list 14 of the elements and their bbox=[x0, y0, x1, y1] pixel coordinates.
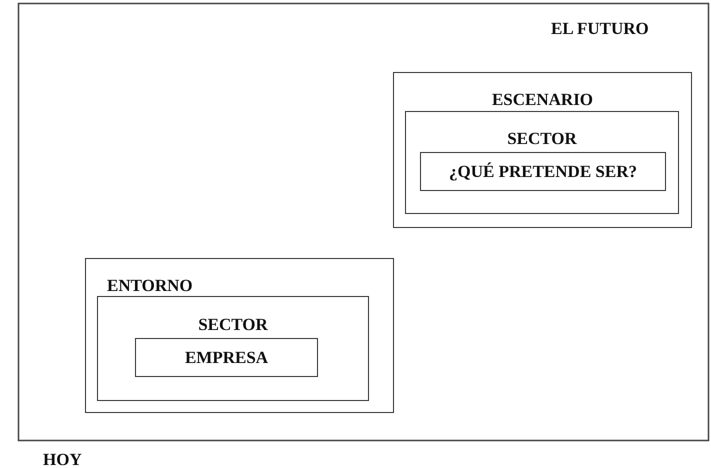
axis-label: EL FUTURO bbox=[551, 19, 649, 39]
box-title: ENTORNO bbox=[107, 276, 193, 296]
label-box bbox=[135, 338, 318, 377]
label-box bbox=[393, 72, 692, 228]
label-box bbox=[420, 152, 666, 191]
box-title: ¿QUÉ PRETENDE SER? bbox=[448, 162, 638, 182]
label-box bbox=[85, 258, 394, 413]
box-title: SECTOR bbox=[197, 315, 269, 335]
label-box bbox=[97, 296, 369, 401]
axis-label: HOY bbox=[43, 450, 82, 468]
box-title: SECTOR bbox=[506, 129, 578, 149]
box-title: EMPRESA bbox=[184, 348, 270, 368]
label-box bbox=[405, 111, 679, 214]
box-title: ESCENARIO bbox=[490, 90, 594, 110]
